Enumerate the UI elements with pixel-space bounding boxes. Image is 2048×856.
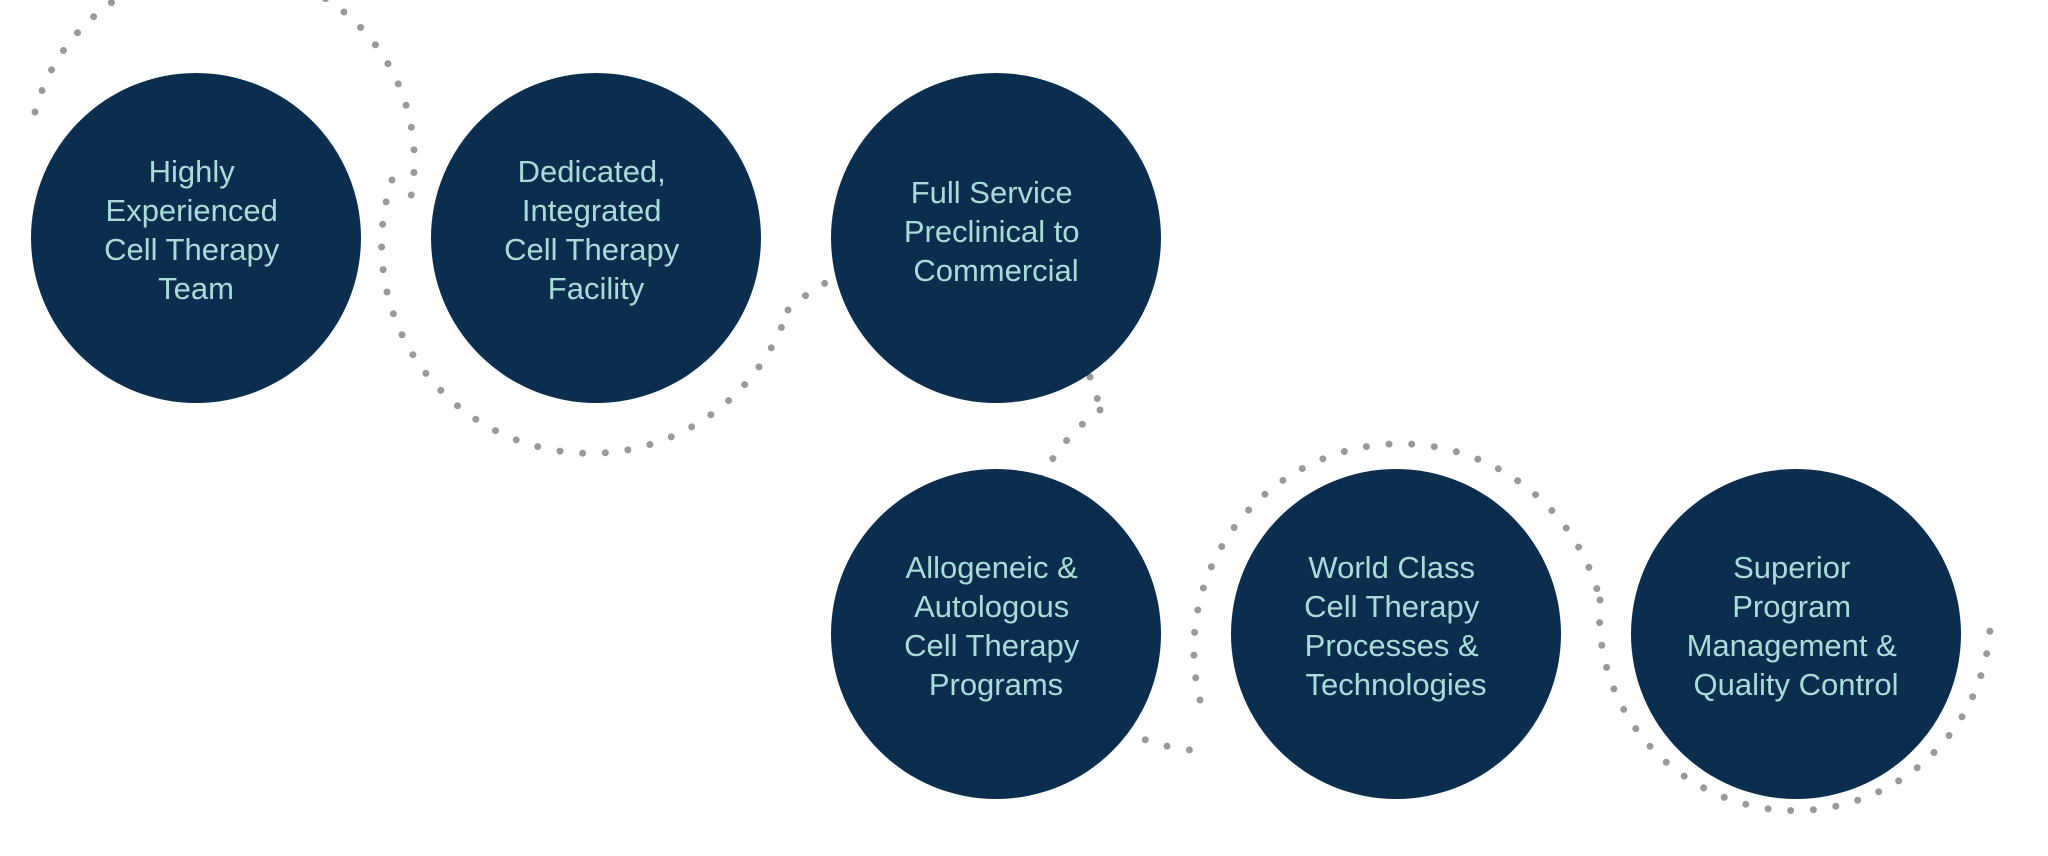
- dotted-arc-processes: [1190, 440, 1604, 704]
- node-label-line: Commercial: [913, 253, 1078, 288]
- node-circle: [1231, 469, 1561, 799]
- node-label-line: Programs: [929, 667, 1063, 702]
- node-label: Highly Experienced Cell Therapy Team: [104, 154, 288, 306]
- node-label: Dedicated, Integrated Cell Therapy Facil…: [504, 154, 688, 306]
- node-circle: [831, 73, 1161, 403]
- node-label-line: Program: [1732, 589, 1851, 624]
- node-label: Allogeneic & Autologous Cell Therapy Pro…: [904, 550, 1088, 702]
- node-label-line: Cell Therapy: [904, 628, 1080, 663]
- node-service: Full Service Preclinical to Commercial: [831, 73, 1161, 403]
- node-label-line: Experienced: [106, 193, 278, 228]
- node-label: World Class Cell Therapy Processes & Tec…: [1304, 550, 1488, 702]
- node-label-line: Cell Therapy: [1304, 589, 1480, 624]
- dotted-arc-team: [31, 0, 418, 214]
- node-circle: [831, 469, 1161, 799]
- node-label-line: Team: [158, 271, 234, 306]
- node-label-line: Preclinical to: [904, 214, 1080, 249]
- node-label-line: Full Service: [911, 175, 1073, 210]
- node-label-line: Processes &: [1305, 628, 1479, 663]
- node-circle: [1631, 469, 1961, 799]
- dotted-arc-quality: [1595, 596, 1994, 815]
- node-label-line: World Class: [1308, 550, 1475, 585]
- node-quality: Superior Program Management & Quality Co…: [1631, 469, 1961, 799]
- node-label-line: Superior: [1733, 550, 1850, 585]
- node-label-line: Autologous: [914, 589, 1069, 624]
- node-label-line: Integrated: [522, 193, 662, 228]
- node-programs: Allogeneic & Autologous Cell Therapy Pro…: [831, 469, 1161, 799]
- node-team: Highly Experienced Cell Therapy Team: [31, 73, 361, 403]
- node-label-line: Highly: [149, 154, 236, 189]
- node-label-line: Cell Therapy: [104, 232, 280, 267]
- node-facility: Dedicated, Integrated Cell Therapy Facil…: [431, 73, 761, 403]
- node-label-line: Technologies: [1306, 667, 1487, 702]
- node-label: Full Service Preclinical to Commercial: [904, 175, 1088, 288]
- node-circle: [31, 73, 361, 403]
- node-label-line: Management &: [1687, 628, 1898, 663]
- node-label-line: Allogeneic &: [906, 550, 1079, 585]
- node-processes: World Class Cell Therapy Processes & Tec…: [1231, 469, 1561, 799]
- node-label: Superior Program Management & Quality Co…: [1687, 550, 1906, 702]
- node-label-line: Cell Therapy: [504, 232, 680, 267]
- node-circle: [431, 73, 761, 403]
- node-label-line: Dedicated,: [518, 154, 666, 189]
- node-label-line: Quality Control: [1693, 667, 1898, 702]
- node-label-line: Facility: [548, 271, 645, 306]
